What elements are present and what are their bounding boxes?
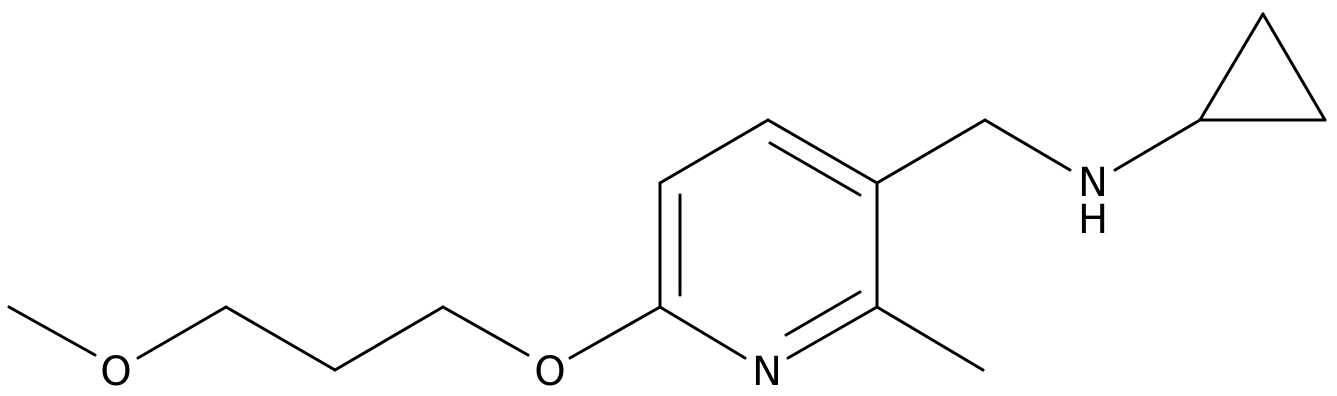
atom-o-methoxy: O (100, 349, 131, 395)
atom-n-ring: N (752, 349, 782, 395)
bond-c2-n1-inner (784, 290, 862, 337)
bond-cp-1 (1198, 12, 1265, 122)
atom-o-ether: O (534, 349, 565, 395)
bond-c2-c3chain (224, 305, 337, 372)
bond-n1-c6 (658, 305, 747, 360)
bond-ch2-nh (983, 118, 1072, 172)
bond-c2-n1 (786, 305, 879, 360)
pyridine-ring (658, 118, 879, 360)
bond-c5-c4 (658, 118, 770, 185)
bond-o-c1 (441, 305, 530, 357)
bond-o2-methyl (7, 305, 97, 357)
bond-c4-c3-inner (768, 141, 862, 197)
cyclopropyl-ring (1198, 12, 1327, 122)
bond-c3-o2 (136, 305, 228, 360)
bond-c3-ch2 (875, 118, 987, 185)
bond-c1-c2 (333, 305, 445, 372)
methoxypropyl-chain (7, 305, 530, 372)
bond-nh-cyclopropyl (1113, 118, 1202, 172)
atom-h-amine: H (1078, 197, 1108, 243)
bond-cp-2 (1261, 12, 1327, 122)
atom-n-amine: N (1078, 160, 1108, 206)
bond-c6-o (568, 305, 662, 360)
bond-c2-methyl (875, 305, 985, 372)
bond-c4-c3 (766, 118, 879, 185)
